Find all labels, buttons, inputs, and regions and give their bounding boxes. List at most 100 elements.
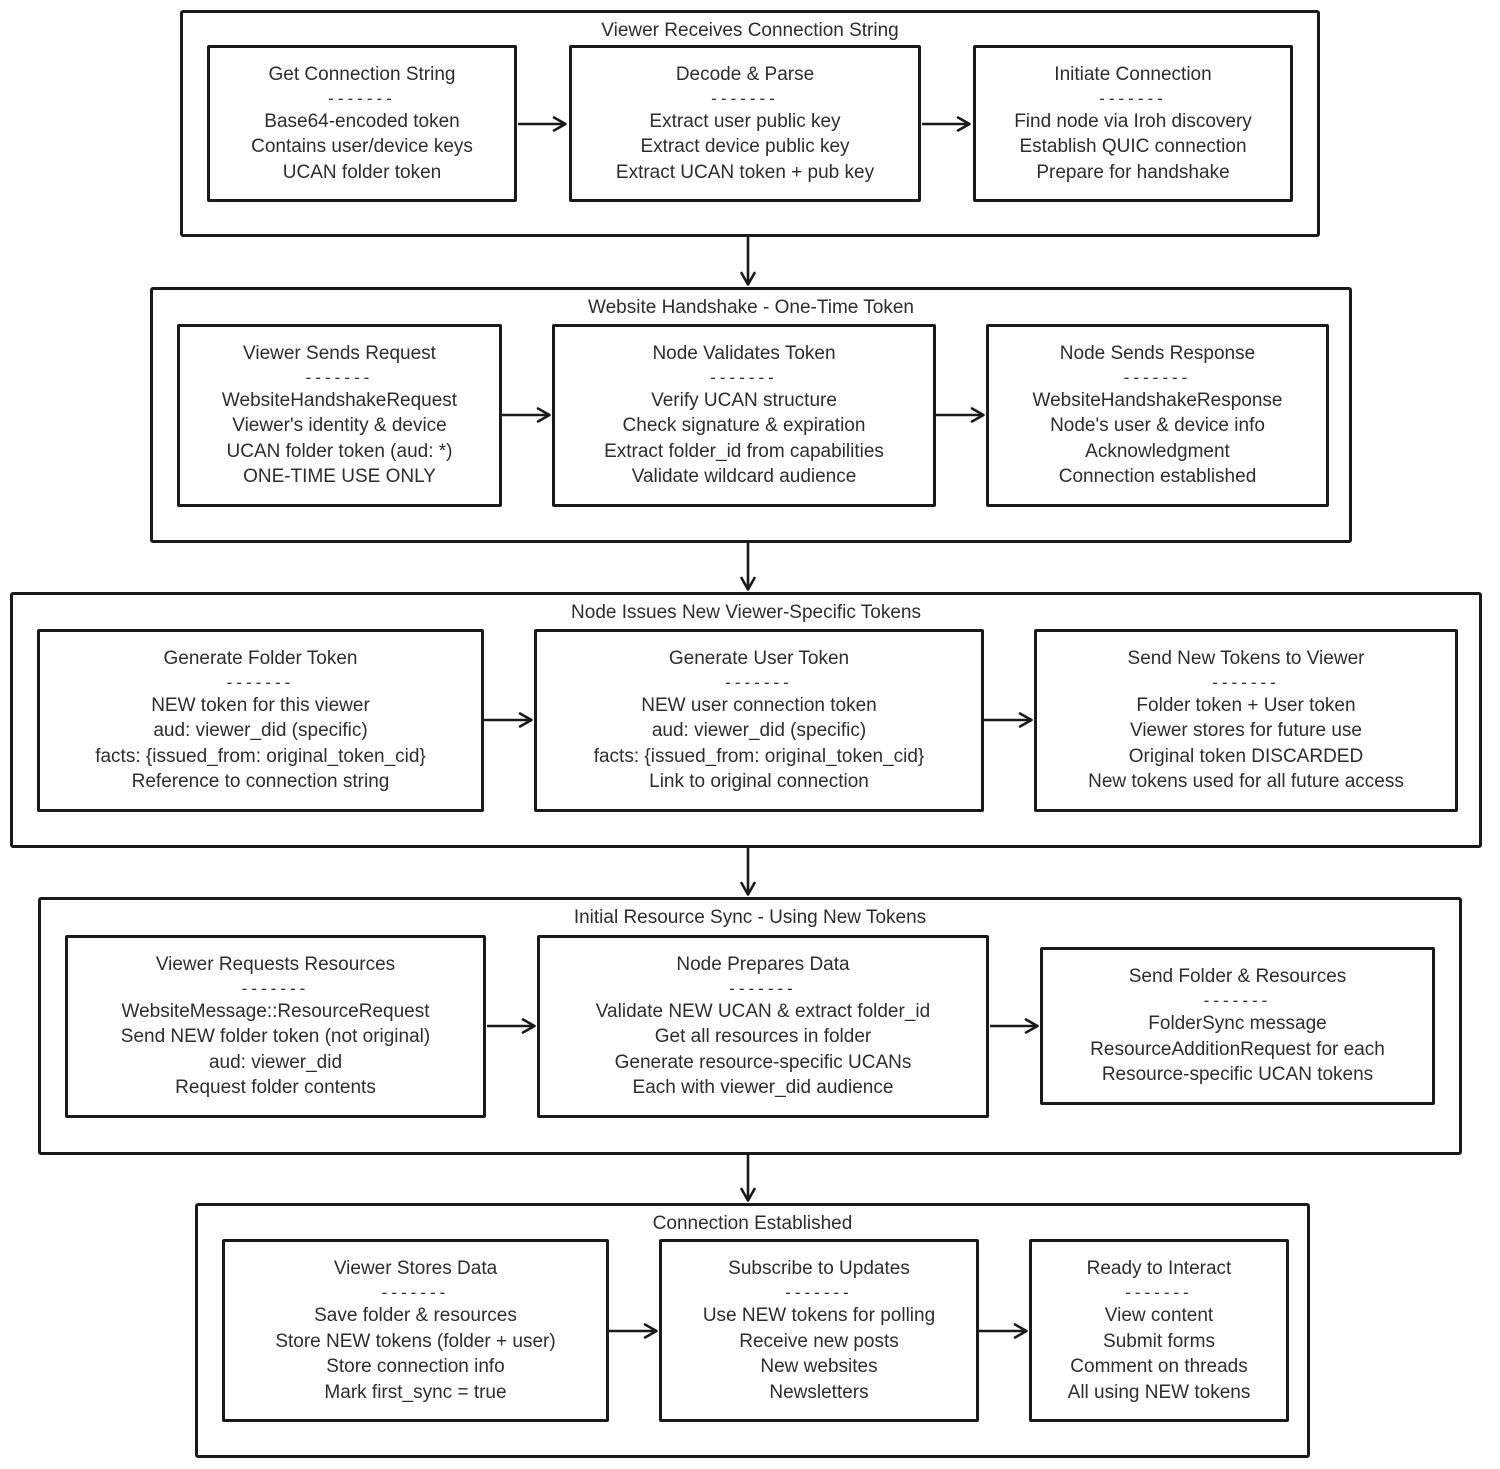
node-separator: -------: [725, 672, 793, 692]
node-line: WebsiteMessage::ResourceRequest: [121, 1000, 430, 1022]
section-title: Website Handshake - One-Time Token: [588, 297, 914, 318]
section-row: Viewer Stores Data ------- Save folder &…: [198, 1206, 1307, 1455]
node-line: Newsletters: [769, 1381, 869, 1403]
node-line: New tokens used for all future access: [1088, 771, 1404, 792]
node-line: View content: [1104, 1305, 1214, 1326]
node-separator: -------: [710, 367, 778, 387]
node-line: UCAN folder token (aud: *): [226, 440, 453, 462]
node-line: Each with viewer_did audience: [632, 1077, 894, 1098]
node-line: Check signature & expiration: [622, 415, 866, 436]
flow-node-node-prepares-data: Node Prepares Data ------- Validate NEW …: [537, 934, 989, 1118]
arrow-right-icon: [936, 407, 985, 423]
arrow-right-icon: [979, 1322, 1028, 1339]
section-initial-resource-sync: Initial Resource Sync - Using New Tokens…: [38, 897, 1462, 1155]
section-node-issues-new-tokens: Node Issues New Viewer-Specific Tokens G…: [10, 592, 1482, 848]
section-title: Viewer Receives Connection String: [601, 20, 899, 41]
section-row: Get Connection String ------- Base64-enc…: [183, 13, 1317, 234]
node-line: aud: viewer_did (specific): [153, 720, 368, 741]
node-title: Generate Folder Token: [163, 647, 358, 669]
node-line: Acknowledgment: [1085, 440, 1230, 462]
node-line: Establish QUIC connection: [1019, 136, 1247, 158]
arrow-right-icon: [518, 115, 567, 132]
arrow-right-icon: [989, 1018, 1039, 1034]
node-separator: -------: [1123, 367, 1192, 387]
arrow-down-icon: [740, 848, 756, 896]
flow-node-initiate-connection: Initiate Connection ------- Find node vi…: [973, 44, 1293, 203]
flow-node-viewer-sends-request: Viewer Sends Request ------- WebsiteHand…: [177, 323, 502, 507]
node-line: Submit forms: [1103, 1330, 1215, 1352]
node-separator: -------: [1203, 991, 1272, 1011]
node-line: Base64-encoded token: [264, 110, 460, 132]
arrow-right-icon: [502, 407, 551, 423]
node-line: Node's user & device info: [1050, 415, 1265, 436]
flow-node-generate-folder-token: Generate Folder Token ------- NEW token …: [37, 628, 484, 812]
node-separator: -------: [1212, 672, 1280, 692]
node-line: Use NEW tokens for polling: [702, 1305, 936, 1326]
node-line: Reference to connection string: [131, 771, 390, 792]
node-line: Original token DISCARDED: [1128, 745, 1364, 767]
node-line: facts: {issued_from: original_token_cid}: [95, 745, 426, 767]
section-title: Node Issues New Viewer-Specific Tokens: [571, 602, 921, 623]
node-title: Get Connection String: [268, 63, 456, 85]
flow-node-node-validates-token: Node Validates Token ------- Verify UCAN…: [552, 323, 936, 507]
node-separator: -------: [785, 1283, 853, 1302]
section-viewer-receives-connection-string: Viewer Receives Connection String Get Co…: [180, 10, 1320, 237]
flow-node-subscribe-to-updates: Subscribe to Updates ------- Use NEW tok…: [659, 1239, 979, 1422]
node-separator: -------: [305, 367, 374, 387]
node-line: Link to original connection: [649, 771, 869, 792]
node-line: Find node via Iroh discovery: [1014, 110, 1252, 132]
section-row: Viewer Sends Request ------- WebsiteHand…: [153, 290, 1349, 540]
node-line: Prepare for handshake: [1036, 161, 1230, 183]
node-line: Request folder contents: [175, 1077, 376, 1098]
node-title: Node Prepares Data: [676, 953, 850, 975]
node-line: Generate resource-specific UCANs: [614, 1051, 912, 1073]
section-row: Viewer Requests Resources ------- Websit…: [41, 900, 1459, 1152]
flow-node-decode-parse: Decode & Parse ------- Extract user publ…: [569, 44, 921, 203]
node-line: aud: viewer_did: [208, 1051, 343, 1073]
node-line: Connection established: [1058, 466, 1257, 487]
node-line: Contains user/device keys: [251, 136, 473, 158]
node-line: Extract device public key: [640, 136, 850, 158]
node-title: Node Sends Response: [1059, 342, 1256, 364]
node-line: New websites: [760, 1356, 878, 1377]
node-line: ONE-TIME USE ONLY: [243, 466, 436, 487]
arrow-right-icon: [984, 712, 1033, 728]
arrow-down-icon: [740, 543, 756, 591]
node-line: WebsiteHandshakeRequest: [221, 389, 458, 411]
node-separator: -------: [381, 1283, 450, 1302]
node-line: All using NEW tokens: [1067, 1381, 1251, 1403]
node-separator: -------: [226, 672, 295, 692]
flow-node-get-connection-string: Get Connection String ------- Base64-enc…: [207, 44, 517, 203]
node-title: Decode & Parse: [675, 63, 815, 85]
node-separator: -------: [711, 88, 779, 108]
arrow-right-icon: [922, 115, 971, 132]
node-title: Send New Tokens to Viewer: [1127, 647, 1365, 669]
flow-node-viewer-stores-data: Viewer Stores Data ------- Save folder &…: [222, 1239, 609, 1422]
section-row: Generate Folder Token ------- NEW token …: [13, 595, 1479, 845]
flow-node-generate-user-token: Generate User Token ------- NEW user con…: [534, 628, 984, 812]
node-line: Resource-specific UCAN tokens: [1101, 1064, 1374, 1086]
arrow-right-icon: [484, 712, 533, 728]
node-title: Viewer Requests Resources: [155, 953, 396, 975]
node-separator: -------: [1099, 88, 1167, 108]
node-line: NEW token for this viewer: [151, 694, 370, 716]
section-website-handshake: Website Handshake - One-Time Token Viewe…: [150, 287, 1352, 543]
node-line: Validate NEW UCAN & extract folder_id: [595, 1000, 931, 1022]
section-connection-established: Connection Established Viewer Stores Dat…: [195, 1203, 1310, 1458]
node-line: Extract folder_id from capabilities: [604, 440, 884, 462]
arrow-down-icon: [740, 1155, 756, 1202]
node-title: Node Validates Token: [652, 342, 836, 364]
node-title: Viewer Stores Data: [333, 1258, 498, 1279]
arrow-right-icon: [486, 1018, 536, 1034]
node-line: Folder token + User token: [1136, 694, 1356, 716]
node-line: UCAN folder token: [282, 161, 442, 183]
node-line: aud: viewer_did (specific): [651, 720, 867, 741]
node-separator: -------: [241, 978, 310, 998]
flow-node-send-folder-resources: Send Folder & Resources ------- FolderSy…: [1040, 947, 1435, 1105]
node-title: Initiate Connection: [1054, 63, 1212, 85]
node-line: WebsiteHandshakeResponse: [1032, 389, 1283, 411]
section-title: Connection Established: [652, 1213, 853, 1234]
node-title: Ready to Interact: [1086, 1258, 1232, 1279]
node-line: NEW user connection token: [641, 694, 877, 716]
section-title: Initial Resource Sync - Using New Tokens: [573, 907, 927, 928]
